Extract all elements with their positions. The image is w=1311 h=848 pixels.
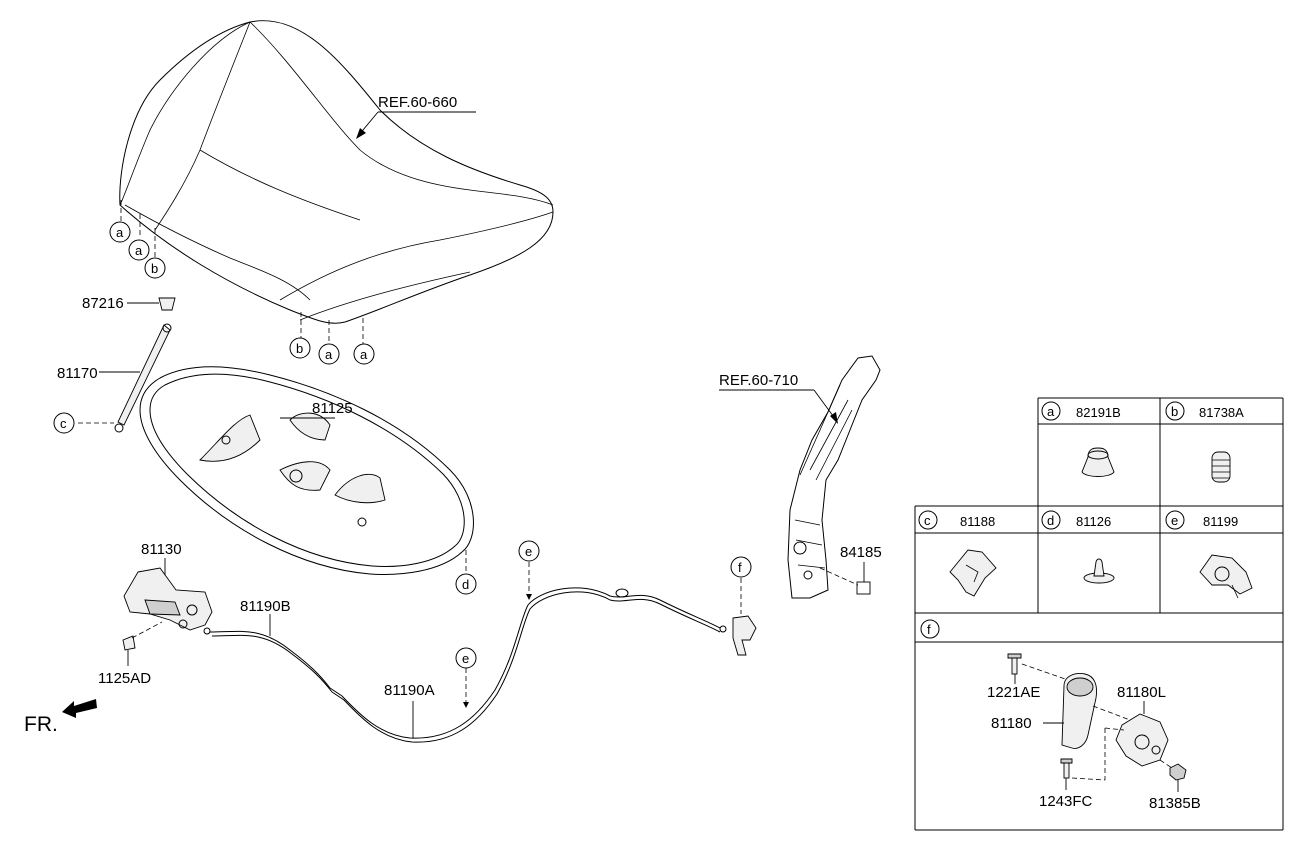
svg-text:b: b	[296, 341, 303, 356]
marker-e: e	[518, 540, 540, 562]
bumper-cone-icon	[1081, 447, 1115, 477]
svg-text:81738A: 81738A	[1199, 405, 1244, 420]
legend-header-f: f	[920, 619, 940, 639]
label-1221AE: 1221AE	[987, 684, 1040, 701]
marker-d: d	[455, 573, 477, 595]
legend-header-b: b 81738A	[1165, 401, 1244, 421]
label-81180L: 81180L	[1117, 684, 1166, 701]
seal-84185: 84185	[819, 544, 882, 595]
push-pin-icon	[1083, 558, 1115, 584]
marker-f: f	[730, 556, 752, 578]
svg-text:a: a	[1047, 404, 1055, 419]
legend-header-d: d 81126	[1041, 510, 1111, 530]
hood-insulator: 81125	[139, 366, 474, 575]
release-cable: 81190B 81190A	[203, 562, 727, 743]
label-81130: 81130	[141, 541, 182, 558]
release-handle	[732, 578, 757, 656]
svg-text:b: b	[151, 261, 158, 276]
marker-e: e	[455, 647, 477, 669]
svg-text:a: a	[325, 347, 333, 362]
legend-header-e: e 81199	[1165, 510, 1238, 530]
label-1125AD: 1125AD	[98, 670, 151, 687]
stay-clip-icon	[949, 549, 997, 597]
svg-text:a: a	[135, 243, 143, 258]
a-pillar-panel: REF.60-710	[719, 355, 881, 599]
legend-table: a 82191B b 81738A c 81188 d 81126 e 8119…	[914, 397, 1284, 831]
hood-markers	[120, 200, 364, 344]
marker-c: c	[53, 412, 75, 434]
svg-text:b: b	[1171, 404, 1178, 419]
label-81125: 81125	[312, 400, 353, 417]
label-81180: 81180	[991, 715, 1032, 732]
svg-text:e: e	[525, 544, 532, 559]
svg-text:a: a	[360, 347, 368, 362]
svg-text:a: a	[116, 225, 124, 240]
svg-text:d: d	[1047, 513, 1054, 528]
label-81385B: 81385B	[1149, 795, 1201, 812]
marker-a: a	[109, 221, 131, 243]
hood-ref-callout: REF.60-660	[356, 94, 476, 139]
front-direction-indicator: FR.	[24, 699, 97, 736]
svg-text:81126: 81126	[1076, 514, 1111, 529]
hood-panel	[119, 20, 554, 324]
legend-header-c: c 81188	[918, 510, 995, 530]
svg-text:e: e	[1171, 513, 1178, 528]
label-81170: 81170	[57, 365, 98, 382]
circled-markers: a a b b a a c d e e f	[53, 221, 752, 669]
svg-text:f: f	[738, 560, 742, 575]
ribbed-bumper-icon	[1211, 451, 1231, 483]
svg-text:f: f	[927, 622, 931, 637]
svg-text:c: c	[924, 513, 931, 528]
ref-pillar-label: REF.60-710	[719, 372, 798, 389]
label-84185: 84185	[840, 544, 882, 561]
svg-text:81199: 81199	[1203, 514, 1238, 529]
svg-text:82191B: 82191B	[1076, 405, 1121, 420]
hood-stay: 87216 81170	[57, 295, 176, 433]
ref-hood-label: REF.60-660	[378, 94, 457, 111]
cable-clip-icon	[1199, 554, 1253, 599]
marker-b: b	[144, 257, 166, 279]
label-87216: 87216	[82, 295, 124, 312]
release-handle-assembly: 1221AE 81180 81180L 1243FC	[987, 653, 1201, 812]
marker-b: b	[289, 337, 311, 359]
fr-label: FR.	[24, 713, 58, 736]
marker-a: a	[318, 343, 340, 365]
legend-header-a: a 82191B	[1041, 401, 1121, 421]
svg-text:c: c	[60, 416, 67, 431]
hood-latch: 81130 1125AD	[98, 541, 213, 687]
front-arrow-icon	[62, 699, 97, 718]
label-81190B: 81190B	[240, 598, 291, 615]
svg-text:e: e	[462, 651, 469, 666]
marker-a: a	[353, 343, 375, 365]
svg-text:81188: 81188	[960, 514, 995, 529]
marker-a: a	[128, 239, 150, 261]
label-81190A: 81190A	[384, 682, 435, 699]
svg-text:d: d	[462, 577, 469, 592]
label-1243FC: 1243FC	[1039, 793, 1093, 810]
